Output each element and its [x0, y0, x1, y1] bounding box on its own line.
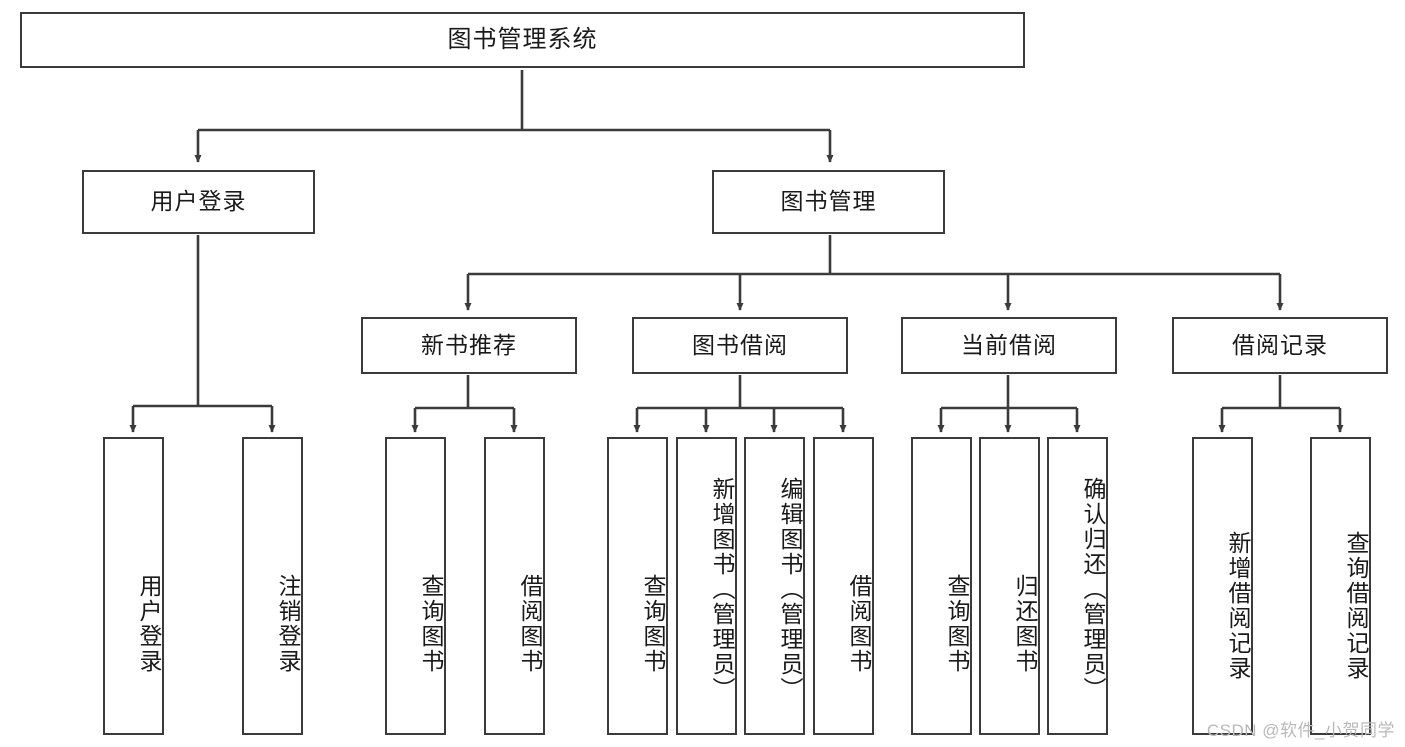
leaf-edit-book-admin[interactable]: 编辑图书（管理员）	[744, 437, 805, 735]
leaf-user-login[interactable]: 用户登录	[103, 437, 164, 735]
leaf-query-book-borrow[interactable]: 查询图书	[607, 437, 668, 735]
node-label: 注销登录	[275, 574, 301, 674]
node-label: 归还图书	[1012, 574, 1038, 674]
leaf-return-book[interactable]: 归还图书	[979, 437, 1040, 735]
node-label: 借阅记录	[1232, 331, 1328, 358]
node-label: 图书管理	[780, 188, 877, 215]
node-label: 新书推荐	[421, 331, 517, 358]
node-book-borrow[interactable]: 图书借阅	[632, 317, 848, 374]
leaf-borrow-book-borrow[interactable]: 借阅图书	[813, 437, 874, 735]
node-label: 新增图书（管理员）	[709, 476, 735, 702]
node-new-book-recommend[interactable]: 新书推荐	[361, 317, 577, 374]
node-label: 查询图书	[418, 574, 444, 674]
node-label: 图书管理系统	[447, 25, 598, 53]
leaf-query-book-recommend[interactable]: 查询图书	[385, 437, 446, 735]
node-user-login[interactable]: 用户登录	[82, 170, 315, 234]
node-label: 编辑图书（管理员）	[777, 476, 803, 702]
node-label: 查询图书	[640, 574, 666, 674]
node-label: 当前借阅	[961, 331, 1057, 358]
leaf-borrow-book-recommend[interactable]: 借阅图书	[484, 437, 545, 735]
node-label: 用户登录	[150, 188, 247, 215]
leaf-query-borrow-record[interactable]: 查询借阅记录	[1310, 437, 1371, 735]
node-label: 新增借阅记录	[1225, 531, 1251, 681]
leaf-add-book-admin[interactable]: 新增图书（管理员）	[676, 437, 737, 735]
leaf-add-borrow-record[interactable]: 新增借阅记录	[1192, 437, 1253, 735]
leaf-query-book-current[interactable]: 查询图书	[911, 437, 972, 735]
node-current-borrow[interactable]: 当前借阅	[901, 317, 1117, 374]
node-label: 确认归还（管理员）	[1080, 476, 1106, 702]
node-book-manage[interactable]: 图书管理	[712, 170, 945, 234]
leaf-confirm-return-admin[interactable]: 确认归还（管理员）	[1047, 437, 1108, 735]
node-label: 用户登录	[136, 574, 162, 674]
node-borrow-record[interactable]: 借阅记录	[1172, 317, 1388, 374]
node-label: 借阅图书	[517, 574, 543, 674]
node-label: 查询图书	[944, 574, 970, 674]
node-label: 查询借阅记录	[1343, 531, 1369, 681]
watermark: CSDN @软件_小贺同学	[1206, 721, 1395, 740]
node-label: 图书借阅	[692, 331, 788, 358]
node-label: 借阅图书	[846, 574, 872, 674]
leaf-user-logout[interactable]: 注销登录	[242, 437, 303, 735]
node-book-management-system[interactable]: 图书管理系统	[20, 12, 1025, 68]
